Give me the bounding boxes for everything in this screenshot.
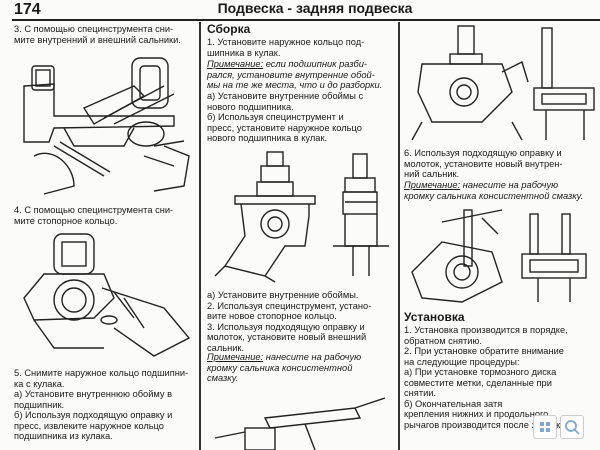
page-number: 174 [14, 1, 41, 18]
column-divider-right [398, 22, 400, 450]
figure-remove-snap-ring [14, 228, 194, 364]
step-5-text: 5. Снимите наружное кольцо подшипни-ка с… [14, 368, 189, 441]
figure-knuckle-press [402, 22, 598, 144]
header-rule [12, 19, 600, 21]
assembly-note-1: Примечание: если подшипник разби- рался,… [207, 59, 383, 90]
installation-body: 1. Установка производится в порядке,обра… [404, 325, 568, 430]
assembly-heading: Сборка [207, 22, 251, 36]
figure-install-inner-seal [402, 202, 598, 306]
step-4-text: 4. С помощью специнструмента сни-мите ст… [14, 205, 174, 226]
grid-view-icon[interactable] [533, 415, 557, 439]
figure-install-outer-seal [205, 388, 395, 450]
assembly-steps-2-3: а) Установите внутренние обоймы.2. Испол… [207, 290, 372, 353]
column-divider-left [199, 22, 201, 450]
installation-heading: Установка [404, 310, 465, 324]
step-6-note: Примечание: нанесите на рабочую кромку с… [404, 180, 584, 201]
assembly-step-1-substeps: а) Установите внутренние обоймы с нового… [207, 91, 364, 143]
page-title: Подвеска - задняя подвеска [217, 0, 413, 16]
assembly-note-2: Примечание: нанесите на рабочую кромку с… [207, 352, 362, 383]
assembly-step-1: 1. Установите наружное кольцо под-шипник… [207, 37, 365, 58]
step-3-text: 3. С помощью специнструмента сни-мите вн… [14, 24, 181, 45]
zoom-search-icon[interactable] [560, 415, 584, 439]
figure-remove-seals [14, 46, 194, 196]
figure-install-bearing [205, 146, 395, 284]
